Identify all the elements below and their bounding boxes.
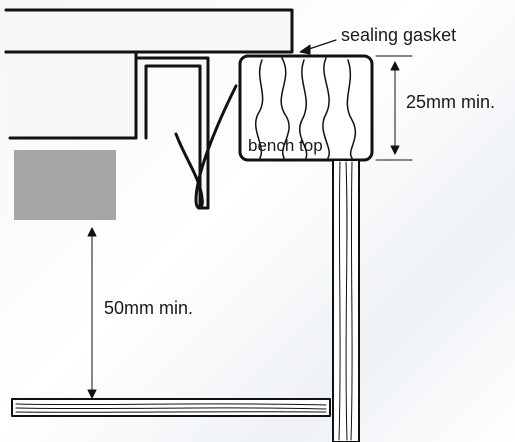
cooktop-body xyxy=(4,50,138,140)
bench-top-label: bench top xyxy=(248,136,323,155)
shelf xyxy=(11,398,331,417)
gasket-leader-line xyxy=(305,39,337,51)
grey-block xyxy=(14,150,116,220)
shelf-grain xyxy=(15,403,327,413)
dimension-25mm-arrow-top xyxy=(390,61,400,71)
spring-clip xyxy=(174,84,238,210)
cabinet-side-grain xyxy=(338,161,353,441)
bench-top-grain xyxy=(255,57,357,159)
dimension-50mm-arrow-top xyxy=(87,227,97,237)
clearance-50mm-label: 50mm min. xyxy=(104,298,194,318)
gasket-leader-arrow xyxy=(299,44,311,55)
cooktop-top-plate xyxy=(4,8,294,54)
height-25mm-label: 25mm min. xyxy=(406,92,496,112)
dimension-25mm-arrow-bottom xyxy=(390,145,400,155)
dimension-50mm-arrow-bottom xyxy=(87,389,97,399)
sealing-gasket-label: sealing gasket xyxy=(341,25,457,45)
